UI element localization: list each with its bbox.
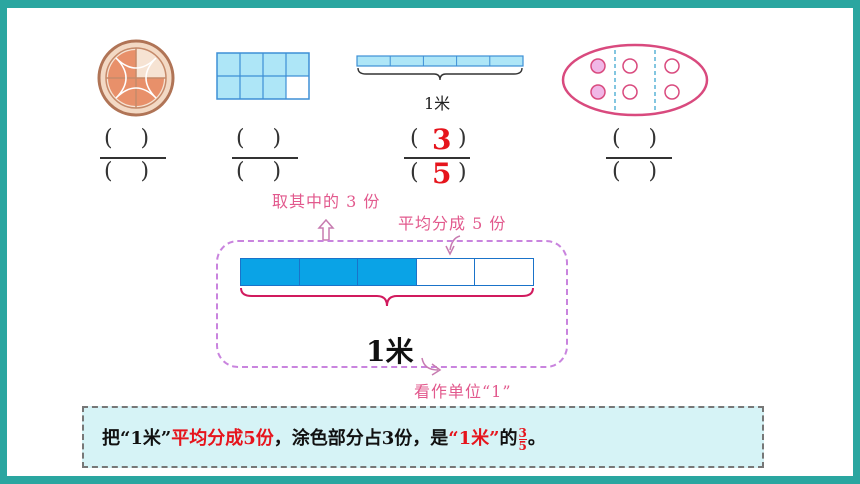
small-bar-icon xyxy=(356,55,524,81)
caption-part-6: 。 xyxy=(527,428,546,449)
diagram-dashed-frame xyxy=(216,240,568,368)
caption-part-1: 把“1米” xyxy=(102,428,172,449)
main-brace-icon xyxy=(240,287,534,307)
denominator-blank-1[interactable]: ( ) xyxy=(104,159,150,184)
small-bar-label: 1米 xyxy=(424,94,451,113)
unit-one-label: 看作单位“1” xyxy=(414,382,512,401)
fraction-bar-3 xyxy=(404,157,470,159)
main-bar-segment-filled xyxy=(358,259,417,285)
caption-part-5: 的 xyxy=(499,428,518,449)
take-three-label: 取其中的 3 份 xyxy=(272,192,381,211)
caption-fraction-numerator: 3 xyxy=(518,425,527,440)
caption-part-2: 平均分成5份 xyxy=(171,428,274,449)
numerator-blank-4[interactable]: ( ) xyxy=(612,126,658,151)
up-arrow-icon xyxy=(317,218,335,241)
paren-close-top-3: ) xyxy=(458,126,467,151)
main-bar-label: 1米 xyxy=(366,335,414,368)
fraction-bar-1 xyxy=(100,157,166,159)
main-bar-segment-empty xyxy=(416,259,476,285)
main-bar-segment-filled xyxy=(299,259,359,285)
cake-icon xyxy=(97,39,175,117)
numerator-blank-2[interactable]: ( ) xyxy=(236,126,282,151)
caption-fraction-denominator: 5 xyxy=(518,438,527,453)
numerator-blank-1[interactable]: ( ) xyxy=(104,126,150,151)
main-bar xyxy=(240,258,534,286)
fraction-bar-4 xyxy=(606,157,672,159)
denominator-3: 5 xyxy=(432,157,452,190)
denominator-blank-2[interactable]: ( ) xyxy=(236,159,282,184)
denominator-blank-4[interactable]: ( ) xyxy=(612,159,658,184)
fraction-bar-2 xyxy=(232,157,298,159)
divide-five-label: 平均分成 5 份 xyxy=(398,214,507,233)
grid-icon xyxy=(216,52,310,100)
paren-close-bottom-3: ) xyxy=(458,160,467,185)
caption-part-3: ，涂色部分占3份，是 xyxy=(273,428,449,449)
numerator-3: 3 xyxy=(432,123,452,156)
caption-part-4: “1米” xyxy=(448,428,500,449)
main-bar-segment-empty xyxy=(475,259,533,285)
paren-open-top-3: ( xyxy=(410,126,419,151)
curved-arrow-down-icon xyxy=(421,357,442,376)
main-bar-segment-filled xyxy=(241,259,300,285)
oval-dots-icon xyxy=(561,43,709,117)
paren-open-bottom-3: ( xyxy=(410,160,419,185)
